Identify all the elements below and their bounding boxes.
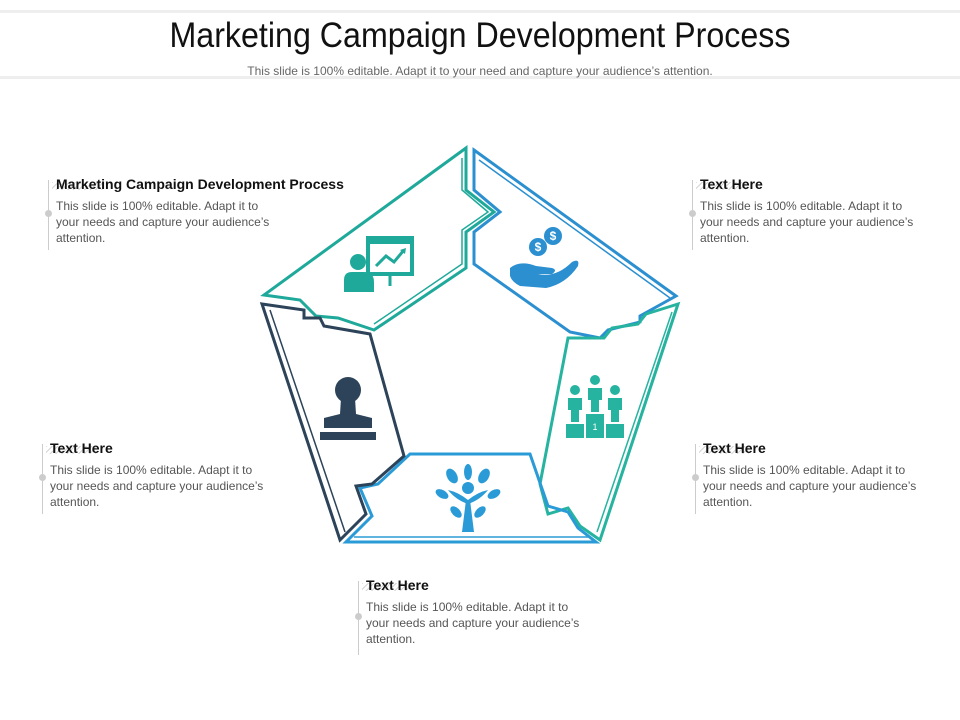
presentation-icon xyxy=(344,236,414,292)
block-body: This slide is 100% editable. Adapt it to… xyxy=(700,199,914,245)
text-block-1: Marketing Campaign Development Process T… xyxy=(45,176,344,250)
block-hatch xyxy=(699,446,751,454)
stamp-icon xyxy=(320,377,376,440)
slide-title: Marketing Campaign Development Process xyxy=(169,16,791,55)
block-title: Text Here xyxy=(366,577,429,593)
block-dot xyxy=(692,474,699,481)
block-body: This slide is 100% editable. Adapt it to… xyxy=(366,600,580,646)
text-block-3: Text Here This slide is 100% editable. A… xyxy=(39,440,282,514)
tree-people-icon xyxy=(435,464,501,532)
block-title: Marketing Campaign Development Process xyxy=(56,176,344,192)
svg-text:$: $ xyxy=(550,229,557,243)
segment-left[interactable] xyxy=(259,302,406,543)
block-dot xyxy=(689,210,696,217)
podium-icon: 1 xyxy=(566,375,624,438)
block-hatch xyxy=(46,446,98,454)
header-line-top xyxy=(0,10,960,13)
block-dot xyxy=(39,474,46,481)
text-block-2: Text Here This slide is 100% editable. A… xyxy=(689,176,932,250)
segment-top-right[interactable] xyxy=(472,147,679,340)
segment-right[interactable] xyxy=(538,301,681,543)
block-title: Text Here xyxy=(700,176,763,192)
block-body: This slide is 100% editable. Adapt it to… xyxy=(56,199,270,245)
segment-bottom[interactable] xyxy=(342,452,601,544)
block-title: Text Here xyxy=(703,440,766,456)
block-title: Text Here xyxy=(50,440,113,456)
block-hatch xyxy=(696,182,748,190)
block-hatch xyxy=(362,583,414,591)
podium-rank-label: 1 xyxy=(592,422,597,432)
block-dot xyxy=(355,613,362,620)
text-block-5: Text Here This slide is 100% editable. A… xyxy=(355,577,598,655)
text-block-4: Text Here This slide is 100% editable. A… xyxy=(692,440,935,514)
block-dot xyxy=(45,210,52,217)
header-line-bottom xyxy=(0,76,960,79)
block-body: This slide is 100% editable. Adapt it to… xyxy=(50,463,264,509)
slide-subtitle: This slide is 100% editable. Adapt it to… xyxy=(247,64,713,78)
segment-top-left[interactable] xyxy=(260,145,497,332)
svg-text:$: $ xyxy=(535,240,542,254)
block-body: This slide is 100% editable. Adapt it to… xyxy=(703,463,917,509)
money-hand-icon: $ $ xyxy=(510,227,579,288)
block-hatch xyxy=(52,182,104,190)
